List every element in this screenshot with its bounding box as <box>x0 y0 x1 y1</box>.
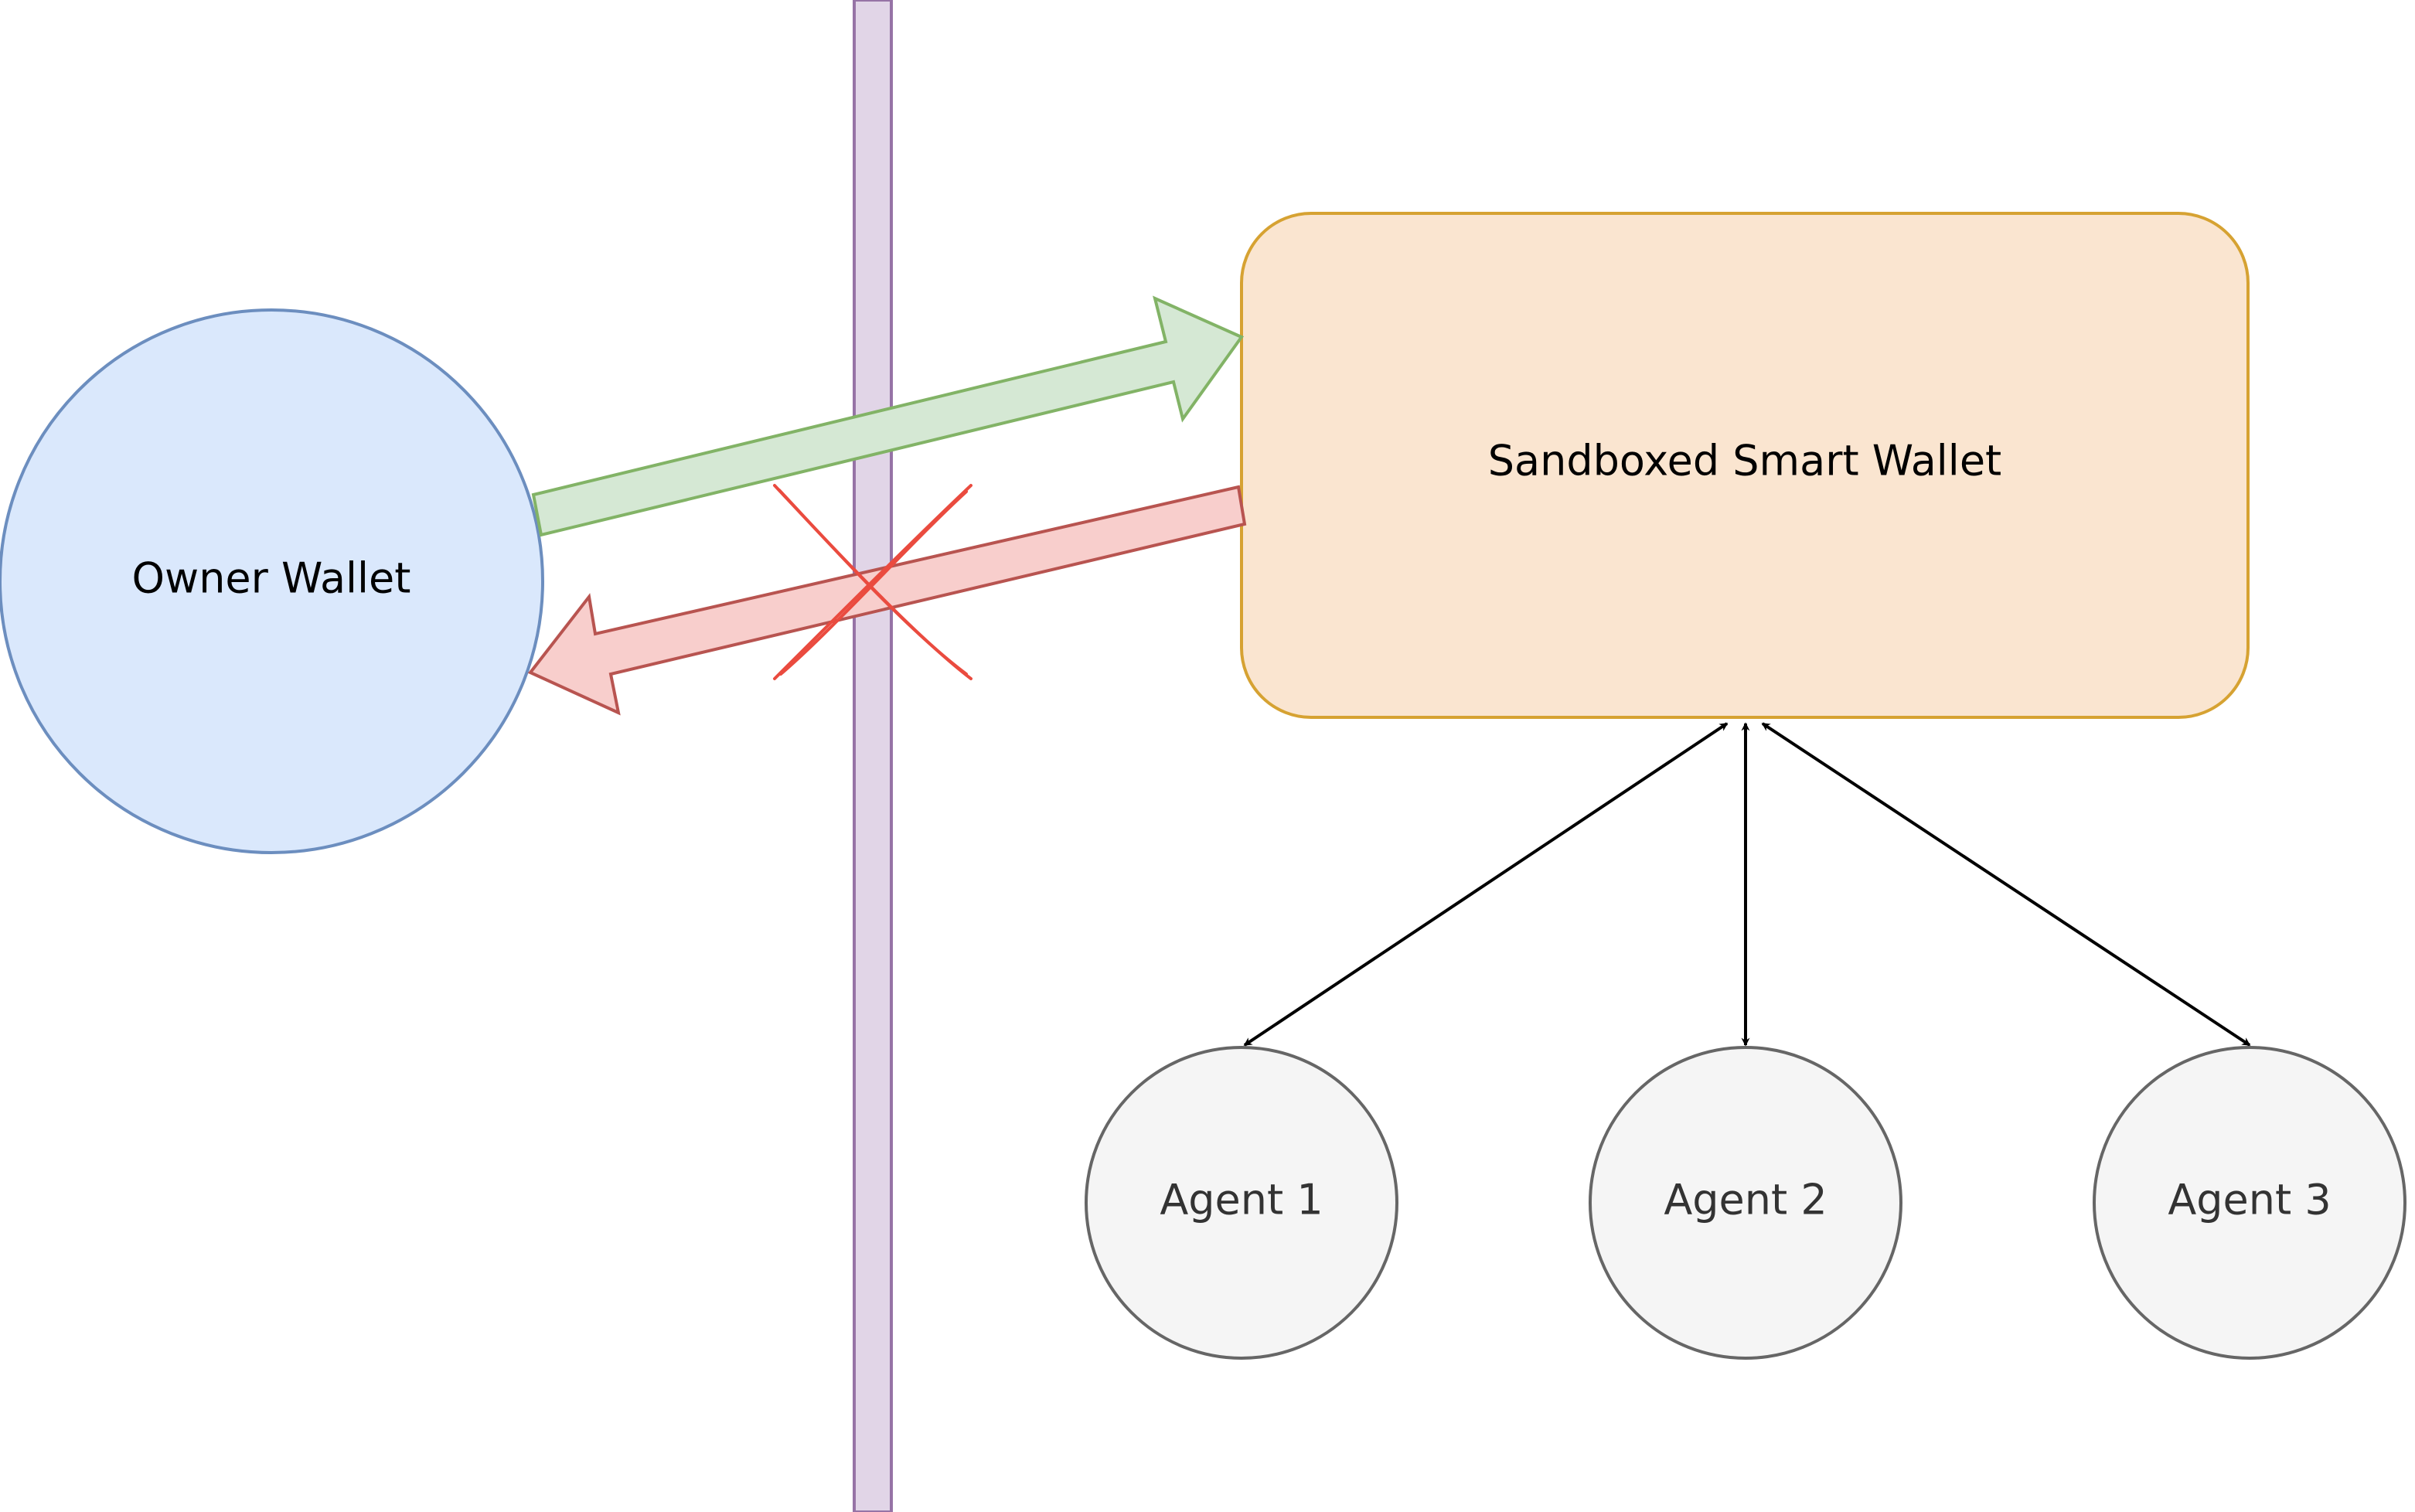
agent-3-label: Agent 3 <box>2168 1176 2331 1224</box>
sandbox-barrier <box>853 0 893 1512</box>
smart-wallet-label: Sandboxed Smart Wallet <box>1488 437 2001 485</box>
blocked-flow-arrow <box>527 485 1247 716</box>
agent-2-label: Agent 2 <box>1664 1176 1827 1224</box>
blocked-x-icon <box>773 484 972 680</box>
allowed-flow-arrow <box>531 295 1245 537</box>
owner-wallet-node: Owner Wallet <box>0 308 544 854</box>
smart-wallet-node: Sandboxed Smart Wallet <box>1240 212 2250 719</box>
owner-wallet-circle <box>0 308 544 854</box>
smart-wallet-box <box>1240 212 2250 719</box>
agent-1-node: Agent 1 <box>1085 1046 1398 1360</box>
owner-wallet-label: Owner Wallet <box>132 554 411 603</box>
agent-1-label: Agent 1 <box>1160 1176 1323 1224</box>
agent-2-circle <box>1589 1046 1902 1360</box>
agent-2-node: Agent 2 <box>1589 1046 1902 1360</box>
connector-smart-wallet-agent-3 <box>1761 722 2251 1047</box>
agent-1-circle <box>1085 1046 1398 1360</box>
agent-3-circle <box>2093 1046 2406 1360</box>
connector-smart-wallet-agent-1 <box>1243 722 1729 1047</box>
agent-3-node: Agent 3 <box>2093 1046 2406 1360</box>
